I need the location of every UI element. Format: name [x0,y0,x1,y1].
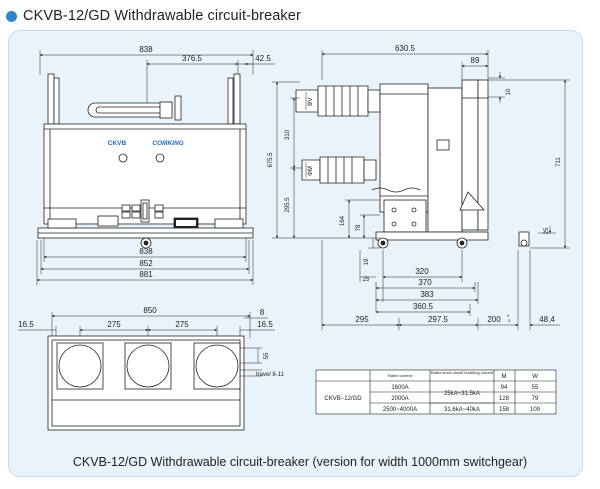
td-breaking-a: 25kA~31.5kA [444,391,480,397]
td-breaking-b: 31.6kA~40kA [444,407,480,413]
bullet-icon [6,10,17,22]
dim-852: 852 [139,259,153,268]
dim-295: 295 [355,315,369,324]
th-m: M [502,374,507,380]
side-view [272,50,570,330]
section-title: CKVB-12/GD Withdrawable circuit-breaker [23,8,301,24]
dim-164: 164 [340,215,346,226]
dim-16-5-right: 16.5 [257,320,273,329]
dim-275-b: 275 [175,320,189,329]
dim-10: 10 [506,88,512,95]
dim-360-5: 360.5 [413,302,434,311]
dim-675-5: 675.5 [268,152,274,168]
dim-phi-v: ΦV [308,98,314,107]
dim-200: 200 [487,315,501,324]
brand-ckvb: CKVB [108,140,127,147]
dim-8: 8 [260,308,265,317]
td-m-3: 158 [499,407,510,413]
td-m-2: 128 [499,396,510,402]
td-current-3: 2500~4000A [383,407,417,413]
dim-78: 78 [356,224,362,231]
td-current-1: 1600A [391,385,408,391]
dim-275-a: 275 [107,320,121,329]
dim-200-tol-up: 0 [507,313,510,318]
travel-label: travel 8-11 [256,372,285,378]
dim-850: 850 [143,306,157,315]
dim-383: 383 [420,290,434,299]
dim-16-5-left: 16.5 [18,320,34,329]
dim-48-4: 48.4 [539,315,555,324]
brand-comking: COMKING [152,140,183,147]
spec-table [315,369,557,415]
front-view [36,50,275,285]
th-w: W [532,374,538,380]
dim-200-tol-dn: -5 [507,318,511,323]
dim-630-5: 630.5 [395,44,416,53]
td-current-2: 2000A [391,396,408,402]
th-rated-current: Rated current [388,373,413,378]
dim-295-5: 295.5 [285,197,291,213]
figure-caption: CKVB-12/GD Withdrawable circuit-breaker … [72,455,528,469]
td-w-2: 79 [532,396,539,402]
dim-838-top: 838 [139,45,153,54]
td-m-1: 94 [501,385,508,391]
dim-55: 55 [264,352,270,359]
section-header: CKVB-12/GD Withdrawable circuit-breaker [6,6,301,26]
dim-711: 711 [556,157,562,167]
dim-phi-m: ΦM [308,166,314,176]
td-w-3: 109 [530,407,541,413]
dim-310: 310 [285,129,291,140]
dim-370: 370 [418,278,432,287]
dim-89: 89 [471,56,480,65]
dim-19: 19 [364,258,370,265]
dim-297-5: 297.5 [428,315,449,324]
dim-838-bottom: 838 [139,247,153,256]
td-model: CKVB−12/GD [324,396,362,402]
th-breaking-current: Rated short-circuit breaking current [431,370,494,375]
dim-320: 320 [415,267,429,276]
dim-42-5: 42.5 [255,54,271,63]
dim-881: 881 [139,270,153,279]
dim-25-left: 25 [363,277,370,283]
dim-25-right: 25 [544,227,550,234]
dim-376-5: 376.5 [182,54,203,63]
bottom-view [18,312,275,431]
td-w-1: 55 [532,385,539,391]
